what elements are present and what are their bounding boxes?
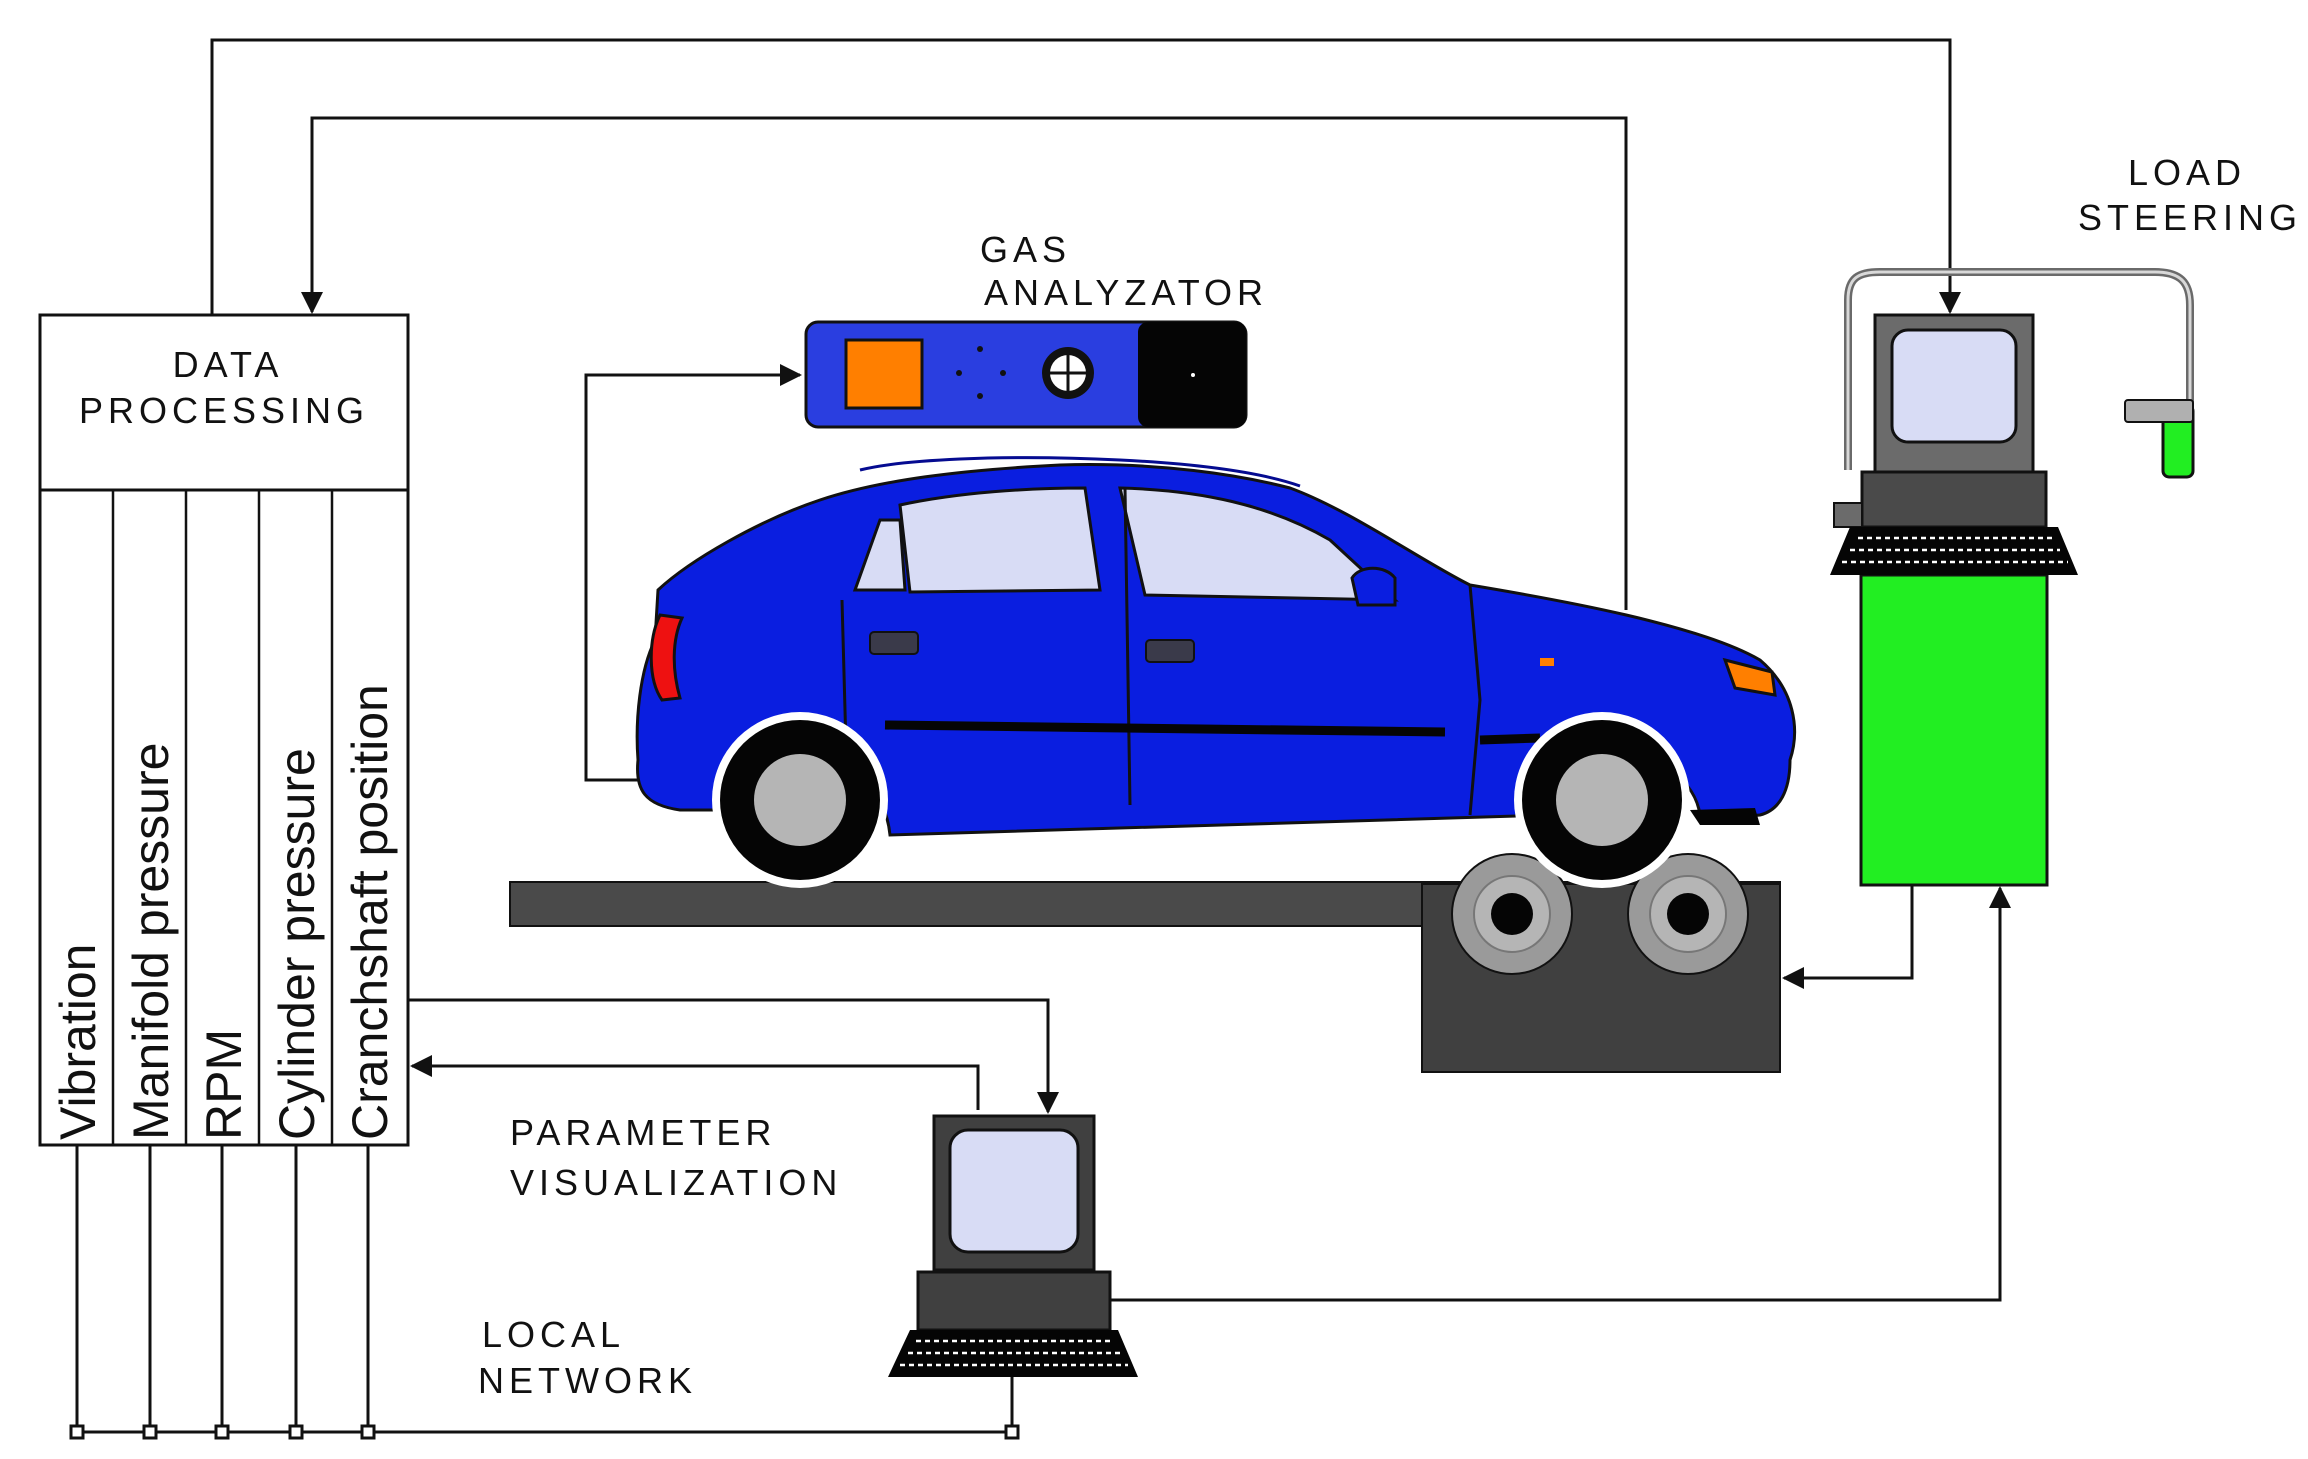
analyzer-gauge-icon — [1042, 347, 1094, 399]
wire-visualization-to-processing — [410, 1055, 980, 1110]
wire-car-to-processing — [301, 116, 1628, 610]
dyno-roller-right — [1627, 853, 1749, 975]
car-rear-window — [852, 518, 907, 592]
load-steering: LOAD STEERING — [1830, 152, 2302, 887]
data-processing-label-1: DATA — [173, 344, 284, 385]
parameter-visualization: PARAMETER VISUALIZATION — [510, 1112, 1138, 1377]
connection-wires — [69, 38, 2011, 1440]
sensor-drop-lines — [75, 1146, 370, 1432]
car-tail-light — [649, 613, 685, 702]
car-rear-wheel — [712, 712, 888, 888]
car-rear-door-handle — [869, 631, 919, 655]
gas-analyzator: GAS ANALYZATOR — [804, 229, 1268, 429]
car — [635, 456, 1797, 888]
wire-car-to-gas-analyzator — [584, 364, 802, 782]
visualization-monitor — [916, 1114, 1112, 1332]
sensor-label-rpm: RPM — [196, 1029, 252, 1140]
test-bench — [509, 853, 1781, 1073]
analyzer-dots — [956, 346, 1006, 399]
wire-cabinet-to-dyno — [1782, 885, 1914, 989]
gas-analyzator-label-1: GAS — [980, 229, 1071, 270]
car-headlight — [1722, 657, 1777, 697]
visualization-keyboard — [888, 1330, 1138, 1377]
sensor-label-manifold-pressure: Manifold pressure — [123, 743, 179, 1140]
wire-processing-to-visualization — [408, 998, 1059, 1114]
wire-visualization-to-cabinet — [1110, 886, 2011, 1302]
load-steering-label-1: LOAD — [2128, 152, 2246, 193]
car-side-mirror — [1350, 566, 1397, 607]
sensor-label-vibration: Vibration — [50, 944, 106, 1140]
load-steering-keyboard — [1830, 527, 2078, 575]
parameter-visualization-label-1: PARAMETER — [510, 1112, 776, 1153]
car-front-door-handle — [1145, 639, 1195, 663]
local-network-label-1: LOCAL — [482, 1314, 625, 1355]
local-network: LOCAL NETWORK — [478, 1314, 697, 1401]
load-steering-label-2: STEERING — [2078, 197, 2302, 238]
wire-processing-to-load-steering — [210, 38, 1961, 315]
data-processing-label-2: PROCESSING — [79, 390, 369, 431]
data-processing-block: DATA PROCESSING Vibration Manifold press… — [38, 313, 410, 1147]
sensor-label-crankshaft-position: Cranchshaft position — [342, 684, 398, 1140]
car-front-wheel — [1514, 712, 1690, 888]
dyno-roller-left — [1451, 853, 1573, 975]
sensor-labels: Vibration Manifold pressure RPM Cylinder… — [50, 684, 398, 1140]
network-nodes — [69, 1424, 1020, 1440]
car-rear-door-window — [898, 486, 1102, 594]
car-front-door-window — [1118, 486, 1399, 602]
remote-controller — [2124, 399, 2195, 479]
load-steering-cabinet — [1859, 573, 2049, 887]
car-side-indicator — [1540, 658, 1554, 666]
analyzer-display — [844, 338, 924, 410]
gas-analyzator-label-2: ANALYZATOR — [984, 272, 1268, 313]
load-steering-monitor — [1833, 313, 2048, 529]
sensor-label-cylinder-pressure: Cylinder pressure — [269, 748, 325, 1140]
parameter-visualization-label-2: VISUALIZATION — [510, 1162, 842, 1203]
local-network-label-2: NETWORK — [478, 1360, 697, 1401]
